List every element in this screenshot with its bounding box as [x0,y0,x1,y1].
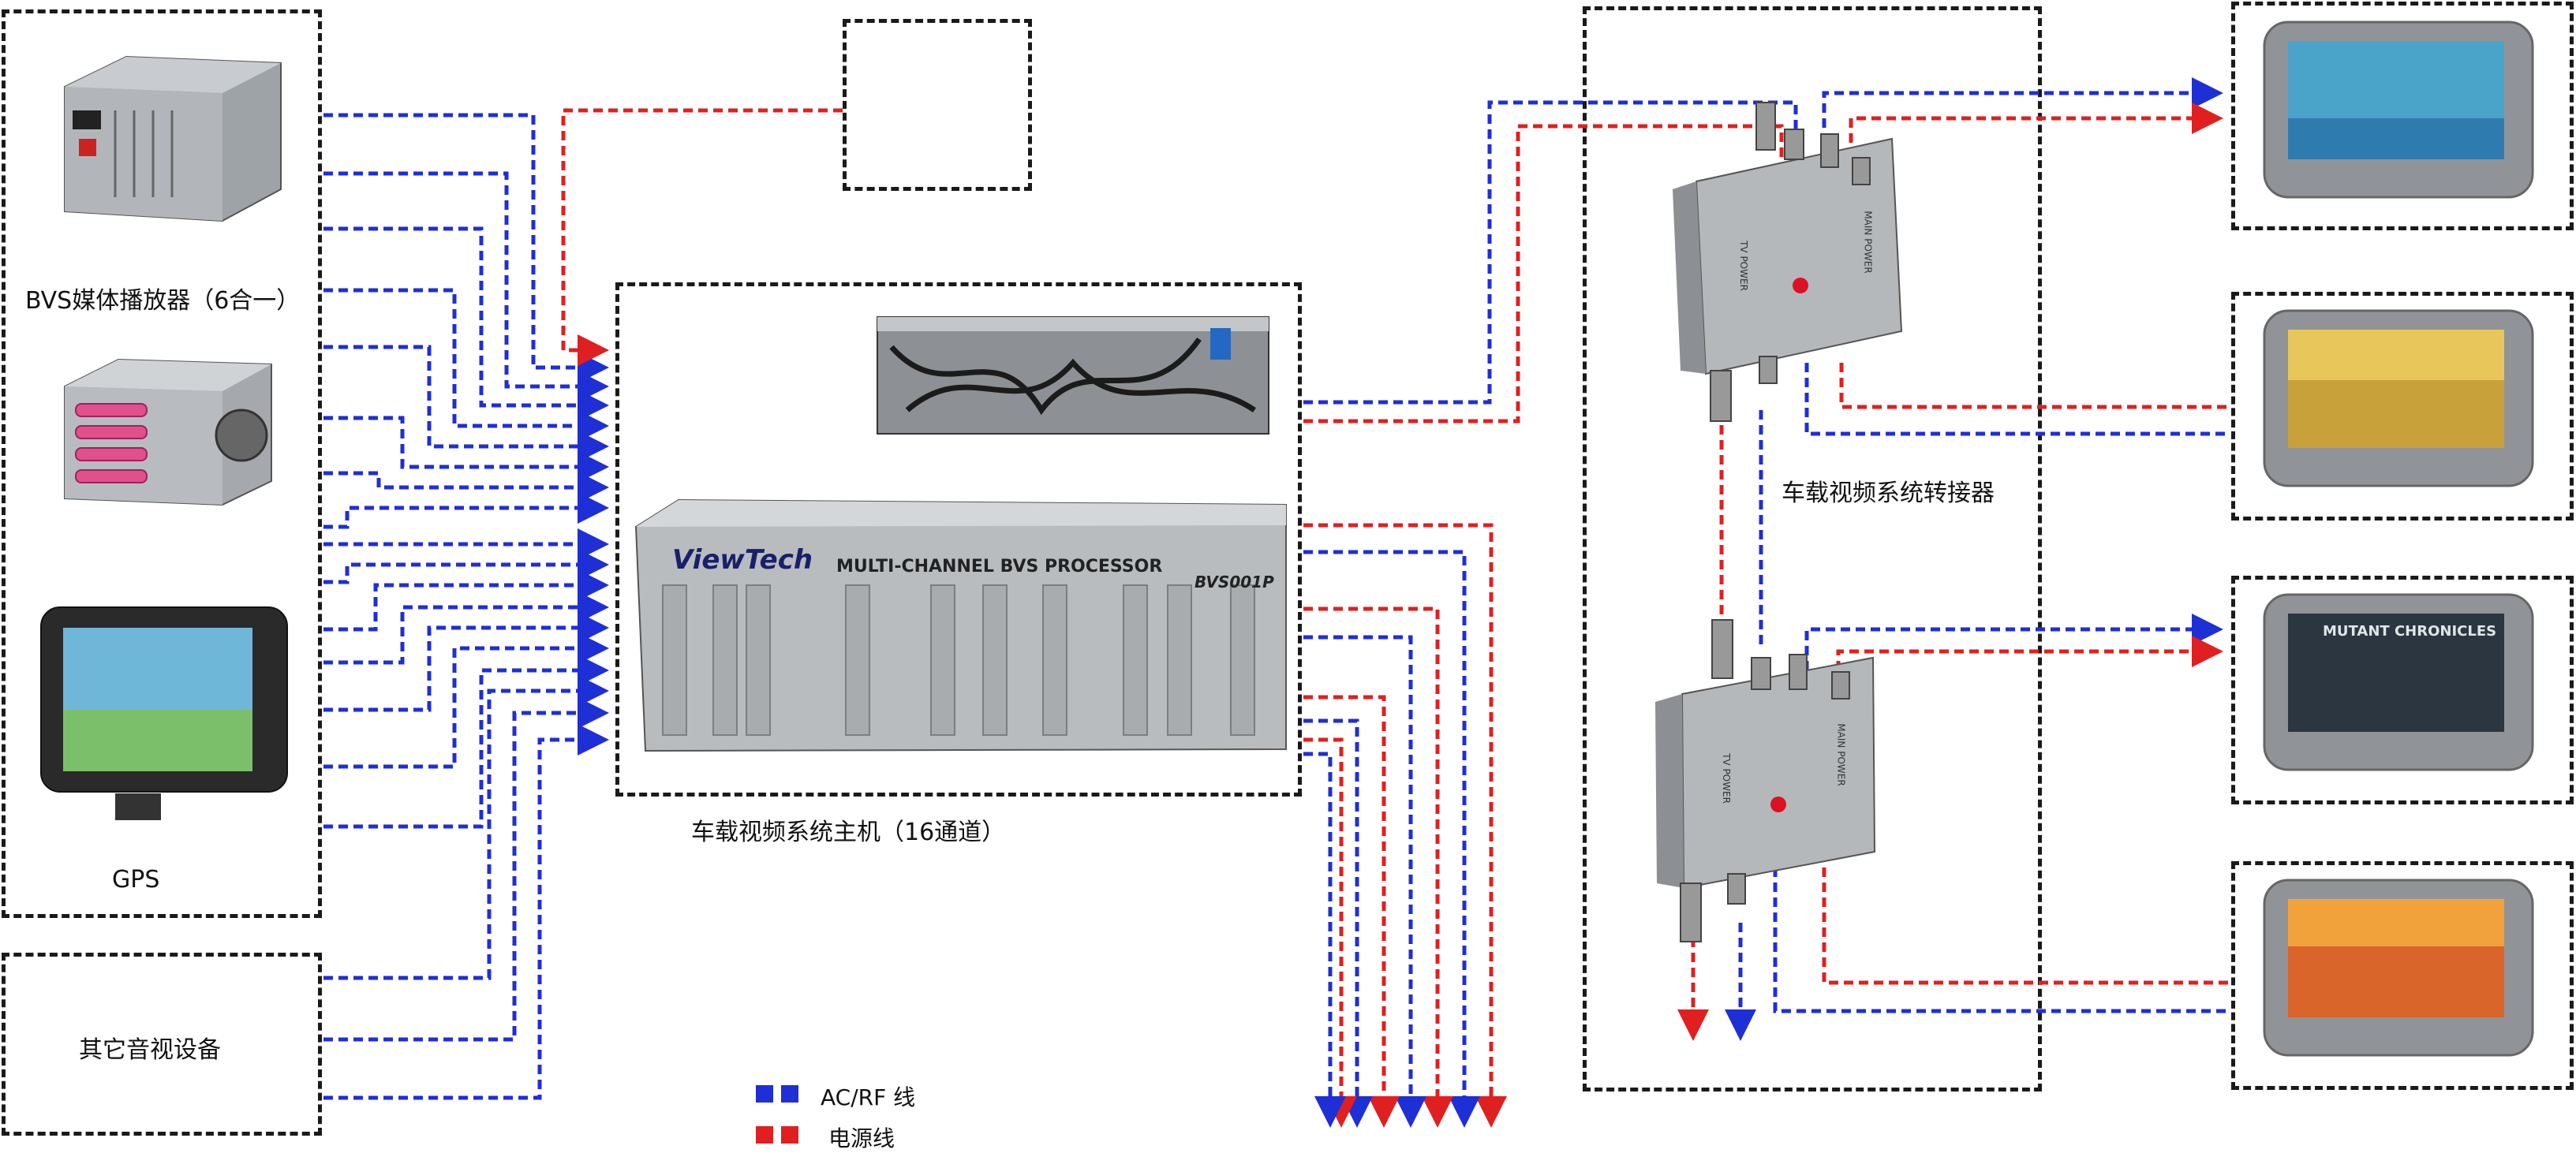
red-line [1822,868,2230,985]
host-label: 车载视频系统主机（16通道） [691,819,1006,846]
bvs-media-player-device [64,55,282,222]
empty-device-box [843,19,1032,191]
monitor-box-2 [2231,292,2574,521]
red-line [1303,124,1784,424]
blue-line [1773,868,2230,1013]
headrest-monitor-2 [2263,309,2534,487]
blue-line [1303,752,1346,1128]
blue-line [323,113,609,383]
red-input-lines [561,108,843,366]
blue-line [1804,363,2230,436]
blue-line [323,675,609,980]
headrest-monitor-3 [2263,593,2534,771]
other-av-device-box [2,953,322,1136]
legend-blue-swatch [781,1085,798,1103]
blue-line [323,549,609,584]
adapter-1-tv-power: TV POWER [1737,241,1749,291]
legend-red-swatch [756,1126,773,1144]
video-adapter-device-2 [1655,619,1876,942]
processor-brand: ViewTech [672,544,813,576]
blue-line [323,471,609,503]
blue-line [323,171,609,402]
blue-line [1303,635,1426,1128]
blue-line [323,492,609,529]
adapter-label: 车载视频系统转接器 [1782,479,1995,507]
blue-line [323,591,609,665]
red-line [1836,636,2223,670]
adapter-1-main-power: MAIN POWER [1862,211,1874,274]
headrest-monitor-1 [2263,21,2534,199]
blue-line [1303,550,1480,1128]
blue-line [1303,718,1373,1128]
red-line [561,108,843,366]
bvs-media-player-device [64,358,272,506]
blue-line [1303,100,1798,405]
headrest-monitor-4 [2263,879,2534,1057]
host-output-lines [1303,100,1798,1128]
red-line [1303,737,1357,1128]
red-line [1849,103,2223,158]
blue-line [323,724,609,1100]
bvs-processor-device [634,498,1287,752]
monitor-box-1 [2231,2,2574,230]
host-upper-rack-device [877,316,1269,435]
gps-label: GPS [112,866,160,894]
bvs-player-label: BVS媒体播放器（6合一） [25,287,301,315]
red-line [1303,523,1507,1128]
host-unit-box [615,282,1302,797]
video-adapter-device-1 [1673,102,1903,422]
legend-power-label: 电源线 [828,1125,895,1151]
legend-ac-rf-label: AC/RF 线 [821,1084,916,1110]
adapter-group-box [1583,6,2042,1091]
monitor-3-screen-title: MUTANT CHRONICLES [2323,623,2497,640]
blue-source-lines [323,113,609,1100]
other-av-label: 其它音视设备 [79,1036,221,1064]
monitor-box-4 [2231,861,2574,1090]
blue-line [323,226,609,421]
adapter-lines [1677,77,2230,1041]
blue-line [323,697,609,1042]
legend-red-swatch [781,1126,798,1144]
monitor-box-3 [2231,576,2574,804]
red-line [1303,695,1400,1128]
blue-line [323,612,609,712]
blue-line [323,416,609,483]
red-line [1839,363,2230,409]
gps-tablet-device [40,606,288,820]
adapter-2-tv-power: TV POWER [1720,753,1732,804]
red-line [1303,606,1453,1128]
blue-line [323,632,609,769]
blue-line [323,288,609,442]
bvs-sources-group-box [2,9,322,918]
processor-model: BVS001P [1195,573,1274,591]
blue-line [323,345,609,462]
processor-title: MULTI-CHANNEL BVS PROCESSOR [836,557,1163,576]
adapter-2-main-power: MAIN POWER [1835,723,1847,786]
blue-line [323,655,609,829]
legend-blue-swatch [756,1085,773,1103]
